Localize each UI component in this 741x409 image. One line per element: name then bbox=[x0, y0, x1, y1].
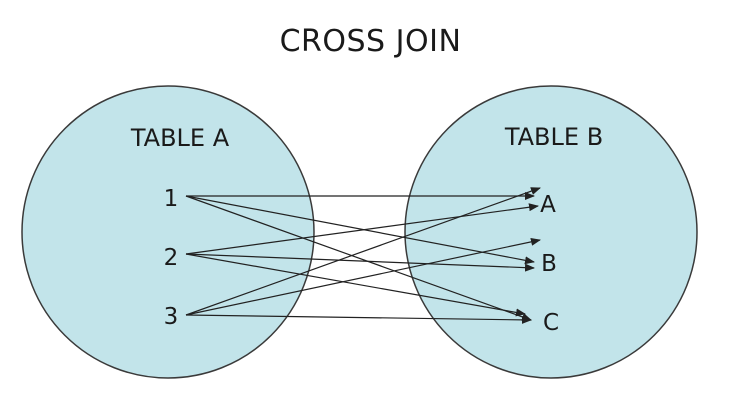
table-b-row-c: C bbox=[543, 310, 559, 336]
join-arrow-3-b bbox=[185, 237, 541, 316]
join-arrow-1-b bbox=[185, 195, 535, 265]
join-arrow-1-c bbox=[185, 195, 532, 321]
join-arrow-3-a bbox=[185, 187, 541, 316]
table-a-label: TABLE A bbox=[130, 124, 230, 152]
join-arrow-3-c bbox=[185, 314, 532, 324]
join-lines bbox=[185, 187, 541, 324]
table-a-row-2: 2 bbox=[164, 245, 179, 271]
table-b-row-b: B bbox=[541, 251, 557, 277]
table-b-label: TABLE B bbox=[504, 123, 603, 151]
table-b-circle bbox=[404, 85, 698, 379]
join-arrow-2-a bbox=[185, 203, 539, 255]
join-arrow-2-b bbox=[185, 253, 535, 272]
table-a-circle bbox=[21, 85, 315, 379]
table-a-row-1: 1 bbox=[164, 186, 179, 212]
table-a-row-3: 3 bbox=[164, 304, 179, 330]
join-arrow-2-c bbox=[185, 253, 526, 317]
table-b-row-a: A bbox=[540, 192, 556, 218]
diagram-title: CROSS JOIN bbox=[279, 24, 462, 59]
